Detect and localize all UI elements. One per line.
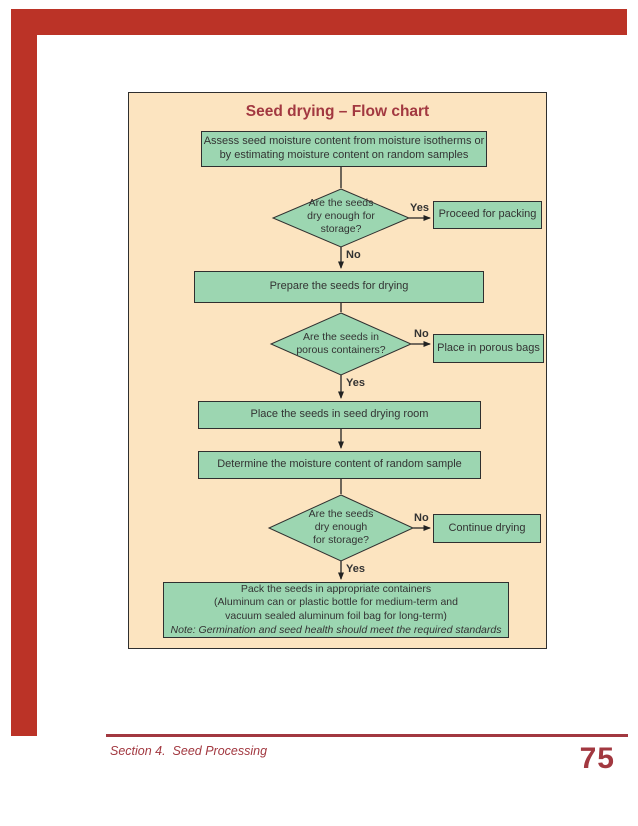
branch-label-no-3: No: [414, 512, 429, 524]
branch-label-yes-1: Yes: [410, 202, 429, 214]
pack-box-main-text: Pack the seeds in appropriate containers…: [214, 582, 458, 622]
flowchart-canvas: Seed drying – Flow chart Assess seed moi…: [128, 92, 547, 649]
flow-connectors-svg: [267, 167, 431, 580]
process-box-prepare-drying: Prepare the seeds for drying: [194, 271, 484, 303]
process-box-determine-moisture: Determine the moisture content of random…: [198, 451, 481, 479]
process-box-porous-bags: Place in porous bags: [433, 334, 544, 363]
decision-diamond-dry-storage-1: [271, 188, 411, 248]
process-box-drying-room: Place the seeds in seed drying room: [198, 401, 481, 429]
decision-diamond-dry-storage-2: [267, 494, 415, 562]
page-number: 75: [579, 742, 615, 775]
branch-label-no-2: No: [414, 328, 429, 340]
process-box-continue-drying: Continue drying: [433, 514, 541, 543]
process-box-assess: Assess seed moisture content from moistu…: [201, 131, 487, 167]
footer-section-label: Section 4. Seed Processing: [110, 744, 268, 758]
decision-label-dry-storage-2: Are the seeds dry enough for storage?: [308, 508, 374, 547]
branch-label-yes-2: Yes: [346, 377, 365, 389]
branch-label-no-1: No: [346, 249, 361, 261]
pack-box-note-text: Note: Germination and seed health should…: [170, 623, 502, 636]
process-box-pack-containers: Pack the seeds in appropriate containers…: [163, 582, 509, 638]
decision-diamond-porous: [269, 312, 413, 376]
footer-rule: [106, 734, 628, 737]
left-red-bar: [11, 9, 37, 736]
chart-title: Seed drying – Flow chart: [245, 103, 430, 120]
top-red-bar: [11, 9, 627, 35]
decision-label-dry-storage-1: Are the seeds dry enough for storage?: [307, 197, 375, 236]
decision-label-porous: Are the seeds in porous containers?: [296, 331, 386, 357]
branch-label-yes-3: Yes: [346, 563, 365, 575]
process-box-proceed-packing: Proceed for packing: [433, 201, 542, 229]
